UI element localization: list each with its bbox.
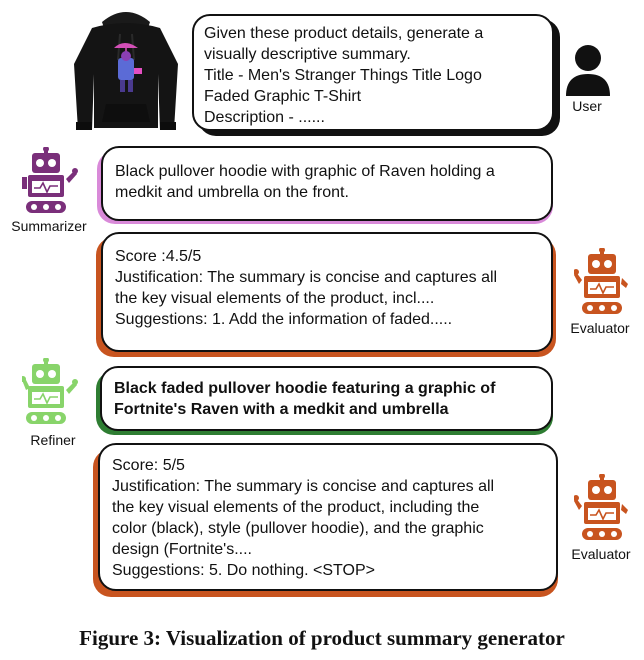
robot-icon bbox=[574, 248, 628, 314]
user-bubble-line: Title - Men's Stranger Things Title Logo bbox=[204, 67, 482, 84]
evaluator-bubble-1-line: Suggestions: 1. Add the information of f… bbox=[115, 311, 453, 328]
evaluator-bubble-2-line: design (Fortnite's.... bbox=[112, 541, 252, 558]
evaluator-bubble-2-line: Suggestions: 5. Do nothing. <STOP> bbox=[112, 562, 375, 579]
summarizer-bubble-line: medkit and umbrella on the front. bbox=[115, 184, 349, 201]
robot-icon bbox=[22, 358, 78, 424]
user-bubble: Given these product details, generate a … bbox=[192, 14, 554, 131]
refiner-bubble-line: Fortnite's Raven with a medkit and umbre… bbox=[114, 401, 449, 418]
user-bubble-line: Given these product details, generate a bbox=[204, 25, 484, 42]
summarizer-bubble: Black pullover hoodie with graphic of Ra… bbox=[101, 146, 553, 221]
evaluator-label-1: Evaluator bbox=[570, 320, 630, 336]
robot-icon bbox=[574, 474, 628, 540]
user-label: User bbox=[572, 98, 602, 114]
evaluator-bubble-2-line: the key visual elements of the product, … bbox=[112, 499, 480, 516]
evaluator-label-2: Evaluator bbox=[571, 546, 631, 562]
summarizer-label: Summarizer bbox=[11, 218, 87, 234]
evaluator-bubble-2-line: Score: 5/5 bbox=[112, 457, 185, 474]
evaluator-bubble-1: Score :4.5/5 Justification: The summary … bbox=[101, 232, 553, 352]
refiner-bubble-line: Black faded pullover hoodie featuring a … bbox=[114, 380, 496, 397]
evaluator-bubble-1-line: Justification: The summary is concise an… bbox=[115, 269, 498, 286]
user-icon bbox=[566, 45, 610, 96]
user-bubble-line: Description - ...... bbox=[204, 109, 325, 126]
robot-icon bbox=[22, 147, 78, 213]
evaluator-bubble-1-line: the key visual elements of the product, … bbox=[115, 290, 435, 307]
refiner-label: Refiner bbox=[30, 432, 76, 448]
user-bubble-line: Faded Graphic T-Shirt bbox=[204, 88, 362, 105]
hoodie-image bbox=[74, 12, 178, 130]
evaluator-bubble-1-line: Score :4.5/5 bbox=[115, 248, 202, 265]
user-bubble-line: visually descriptive summary. bbox=[204, 46, 411, 63]
evaluator-bubble-2: Score: 5/5 Justification: The summary is… bbox=[98, 443, 558, 591]
evaluator-bubble-2-line: Justification: The summary is concise an… bbox=[112, 478, 495, 495]
figure-caption: Figure 3: Visualization of product summa… bbox=[79, 626, 565, 650]
evaluator-bubble-2-line: color (black), style (pullover hoodie), … bbox=[112, 520, 484, 537]
refiner-bubble: Black faded pullover hoodie featuring a … bbox=[100, 366, 553, 431]
summarizer-bubble-line: Black pullover hoodie with graphic of Ra… bbox=[115, 163, 495, 180]
